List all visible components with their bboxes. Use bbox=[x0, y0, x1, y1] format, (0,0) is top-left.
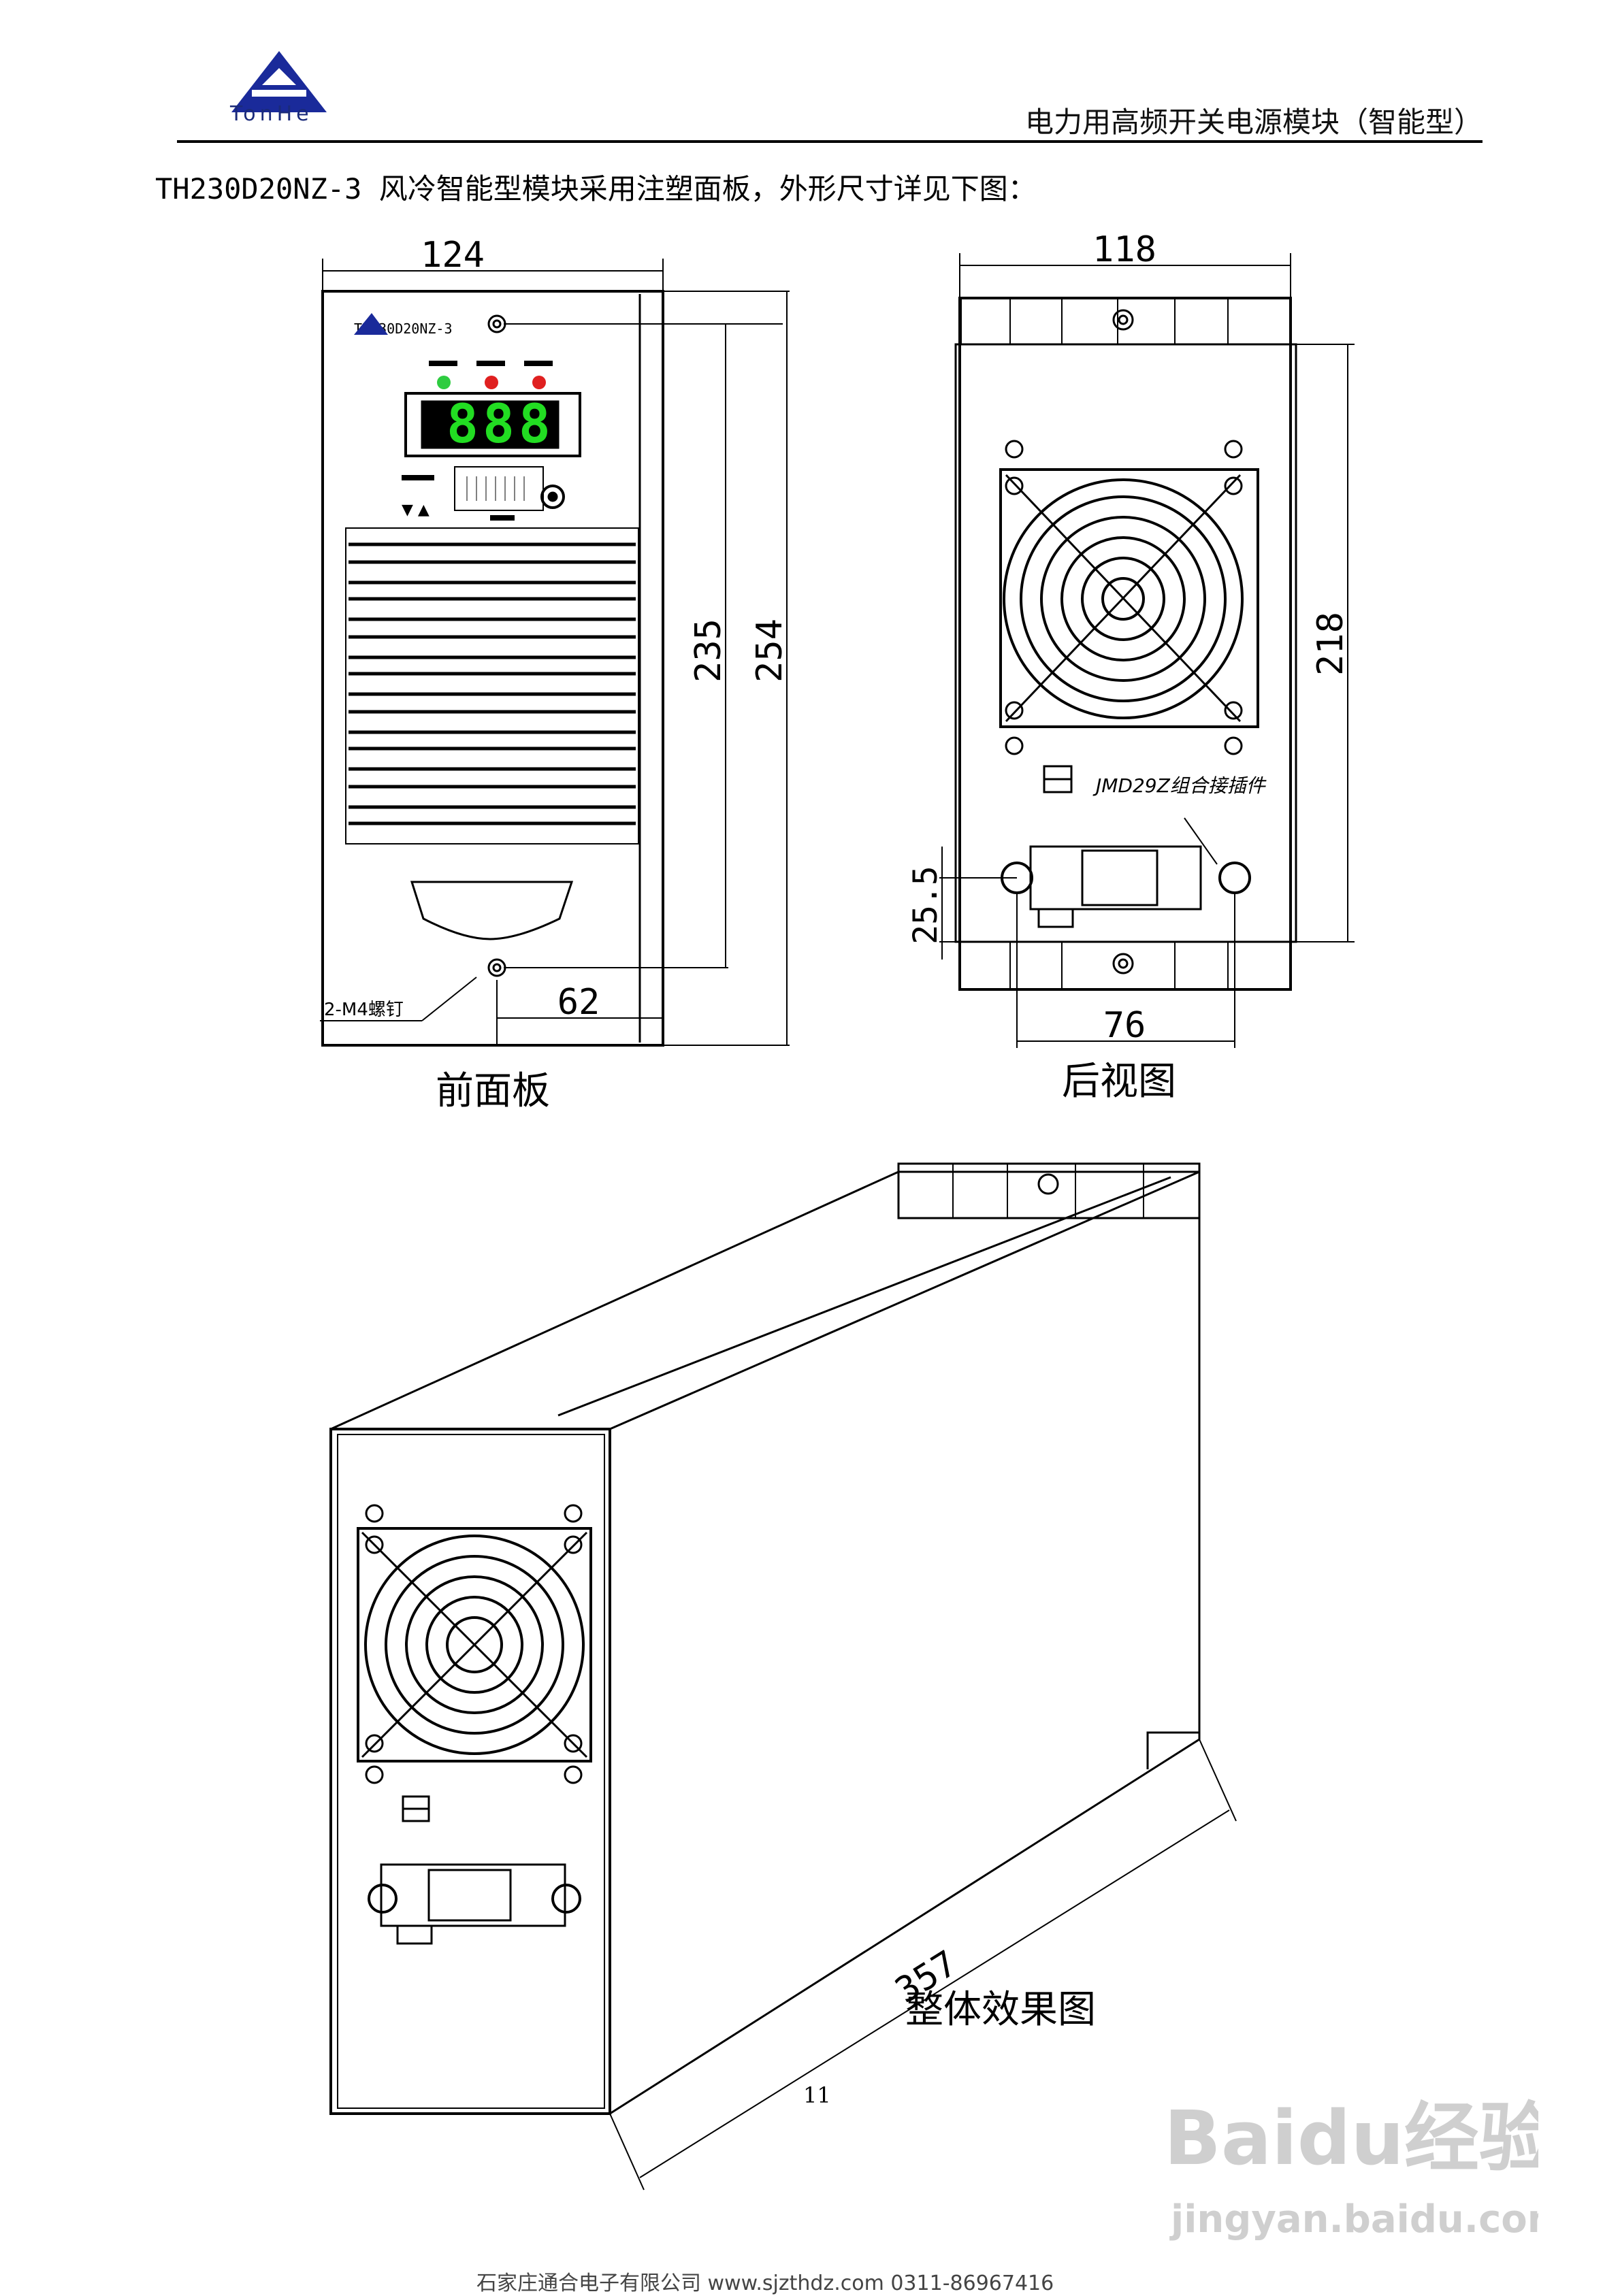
dim-front-height-outer: 254 bbox=[749, 619, 790, 683]
rear-view-drawing bbox=[939, 253, 1355, 1048]
dim-rear-connector-width: 76 bbox=[1103, 1005, 1146, 1046]
baidu-watermark: Baidu经验 jingyan.baidu.com bbox=[1164, 2095, 1538, 2242]
page-footer: 石家庄通合电子有限公司 www.sjzthdz.com 0311-8696741… bbox=[476, 2272, 1054, 2295]
caption-rear-view: 后视图 bbox=[1062, 1060, 1176, 1104]
front-panel-fills: TH230D20NZ-3 888 ▼ ▲ bbox=[354, 313, 555, 519]
header-divider bbox=[177, 140, 1483, 143]
tonhe-logo bbox=[231, 51, 327, 112]
dim-rear-connector-offset: 25.5 bbox=[907, 866, 945, 945]
isometric-view-drawing bbox=[329, 1162, 1237, 2191]
caption-front-panel: 前面板 bbox=[436, 1069, 550, 1113]
dim-front-height-inner: 235 bbox=[688, 619, 729, 683]
screw-note: 2-M4螺钉 bbox=[324, 1000, 404, 1020]
front-panel-drawing bbox=[320, 259, 790, 1047]
dim-rear-height: 218 bbox=[1310, 612, 1351, 676]
digit-display: 888 bbox=[447, 394, 555, 455]
caption-iso-view: 整体效果图 bbox=[905, 1988, 1096, 2032]
page-number: 11 bbox=[803, 2082, 831, 2108]
logo-text: TonHe bbox=[230, 102, 313, 126]
led-red-icon-2 bbox=[532, 376, 546, 389]
dimension-labels: 124 235 254 62 2-M4螺钉 118 218 25.5 76 JM… bbox=[324, 229, 1351, 2012]
watermark-url: jingyan.baidu.com bbox=[1169, 2197, 1538, 2242]
dim-front-bottom: 62 bbox=[557, 982, 600, 1023]
dim-rear-width: 118 bbox=[1092, 229, 1156, 270]
intro-text: TH230D20NZ-3 风冷智能型模块采用注塑面板，外形尺寸详见下图： bbox=[155, 172, 1037, 206]
led-green-icon bbox=[437, 376, 451, 389]
header-title: 电力用高频开关电源模块（智能型） bbox=[1024, 105, 1483, 139]
connector-label: JMD29Z组合接插件 bbox=[1092, 774, 1267, 797]
svg-text:▼ ▲: ▼ ▲ bbox=[402, 502, 430, 519]
captions: 前面板 后视图 整体效果图 bbox=[436, 1060, 1176, 2032]
led-red-icon bbox=[485, 376, 498, 389]
dim-front-width: 124 bbox=[421, 235, 485, 276]
front-logo-icon bbox=[354, 313, 388, 335]
watermark-brand: Baidu经验 bbox=[1164, 2095, 1538, 2182]
